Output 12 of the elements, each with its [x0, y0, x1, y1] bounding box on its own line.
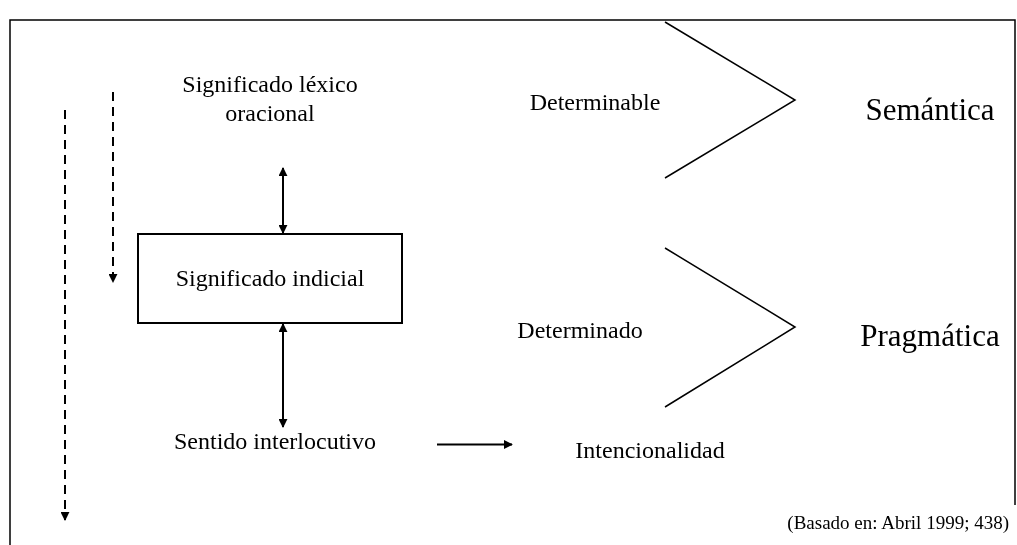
concept-label: Sentido interlocutivo [125, 427, 425, 456]
concept-label: Determinado [480, 316, 680, 345]
category-label: Semántica [850, 92, 1010, 128]
arrow [278, 167, 288, 234]
concept-label: Intencionalidad [540, 436, 760, 465]
arrow [278, 323, 288, 428]
process-box: Significado indicial [137, 233, 403, 324]
concept-label: Determinable [505, 88, 685, 117]
concept-label: Significado léxico oracional [140, 70, 400, 168]
arrow [436, 440, 513, 449]
source-caption: (Basado en: Abril 1999; 438) [787, 512, 1009, 534]
category-label: Pragmática [850, 318, 1010, 354]
